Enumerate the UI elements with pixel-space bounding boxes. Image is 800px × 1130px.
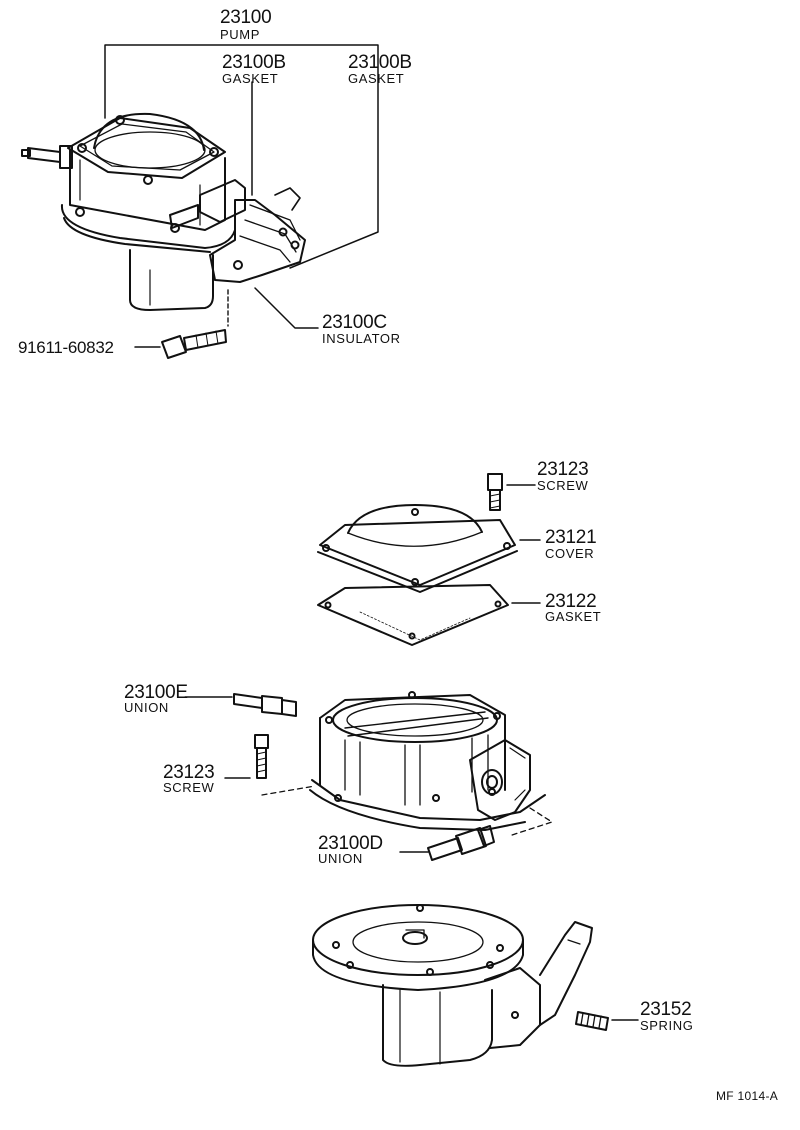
part-number-spring: 23152	[640, 999, 692, 1020]
figure-code: MF 1014-A	[716, 1089, 779, 1103]
part-name-screw-side: SCREW	[163, 780, 215, 795]
part-number-screw-side: 23123	[163, 762, 215, 783]
part-number-cover: 23121	[545, 527, 597, 548]
part-name-union-d: UNION	[318, 851, 363, 866]
part-number-union-e: 23100E	[124, 682, 188, 703]
part-name-union-e: UNION	[124, 700, 169, 715]
part-name-insulator: INSULATOR	[322, 331, 401, 346]
part-name-gasket-right: GASKET	[348, 71, 405, 86]
part-name-gasket-cover: GASKET	[545, 609, 602, 624]
part-name-gasket-left: GASKET	[222, 71, 279, 86]
part-number-insulator: 23100C	[322, 312, 387, 333]
part-name-pump: PUMP	[220, 27, 260, 42]
part-number-gasket-right: 23100B	[348, 52, 412, 73]
part-number-pump: 23100	[220, 7, 272, 28]
part-name-spring: SPRING	[640, 1018, 694, 1033]
part-name-cover: COVER	[545, 546, 595, 561]
part-number-bolt: 91611-60832	[18, 338, 114, 357]
part-number-gasket-cover: 23122	[545, 591, 597, 612]
lower-body-drawing	[312, 904, 639, 1067]
cover-group-drawing	[317, 473, 541, 646]
part-number-union-d: 23100D	[318, 833, 383, 854]
part-number-screw-top: 23123	[537, 459, 589, 480]
pump-body-drawing	[184, 691, 553, 861]
part-number-gasket-left: 23100B	[222, 52, 286, 73]
assembled-pump-drawing	[21, 44, 379, 359]
part-name-screw-top: SCREW	[537, 478, 589, 493]
